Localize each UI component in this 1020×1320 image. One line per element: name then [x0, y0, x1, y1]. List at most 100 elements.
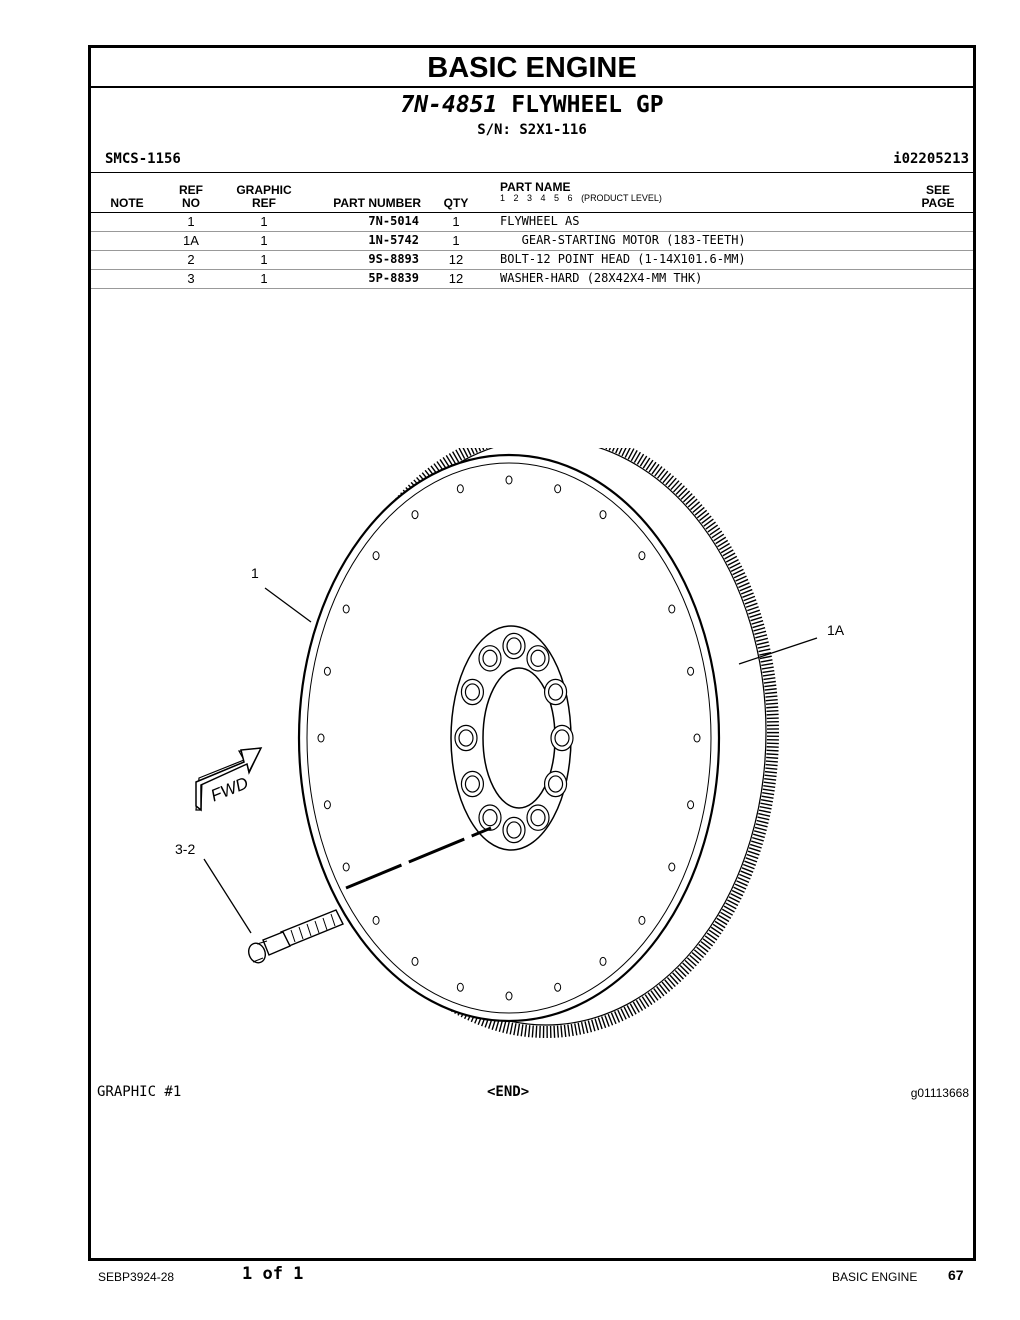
mounting-hole [411, 510, 419, 520]
quantity: 12 [448, 252, 464, 267]
bolt-hole [478, 645, 502, 672]
bolt-hole [526, 804, 550, 831]
col-note: NOTE [110, 196, 144, 210]
ref-no: 3 [187, 271, 195, 286]
mounting-hole [456, 484, 464, 494]
quantity: 1 [452, 233, 460, 248]
part-name: WASHER-HARD (28X42X4-MM THK) [500, 271, 703, 285]
graphic-ref: 1 [260, 252, 268, 267]
mounting-hole [687, 666, 695, 676]
illustration-id: i02205213 [893, 151, 969, 167]
section-title: BASIC ENGINE [91, 48, 973, 88]
product-levels: 1 2 3 4 5 6 (PRODUCT LEVEL) [500, 193, 662, 203]
mounting-hole [505, 991, 513, 1001]
footer-document-number: SEBP3924-28 [98, 1270, 175, 1284]
graphic-ref: 1 [260, 233, 268, 248]
group-part-name: FLYWHEEL GP [511, 92, 664, 118]
part-number: 9S-8893 [368, 252, 419, 266]
graphic-ref: 1 [260, 214, 268, 229]
mounting-hole [342, 604, 350, 614]
quantity: 12 [448, 271, 464, 286]
graphic-label: GRAPHIC #1 [97, 1084, 182, 1100]
col-see: SEE [925, 183, 950, 197]
mounting-hole [372, 551, 380, 561]
table-row: 2 1 9S-8893 12 BOLT-12 POINT HEAD (1-14X… [91, 251, 973, 270]
page-frame: BASIC ENGINE 7N-4851 FLYWHEEL GP S/N: S2… [88, 45, 976, 1261]
footer-page-of: 1 of 1 [242, 1264, 304, 1284]
mounting-hole [456, 982, 464, 992]
bolt-hole [460, 678, 485, 706]
bolt-hole [460, 770, 485, 798]
col-no: NO [182, 196, 200, 210]
group-title: 7N-4851 FLYWHEEL GP [91, 92, 973, 118]
part-number: 7N-5014 [368, 214, 419, 228]
bolt-hole [478, 804, 502, 831]
ref-no: 2 [187, 252, 195, 267]
serial-number: S/N: S2X1-116 [477, 122, 587, 138]
part-name: FLYWHEEL AS [500, 214, 580, 228]
bolt-hole [526, 645, 550, 672]
ref-no: 1 [187, 214, 195, 229]
part-number: 1N-5742 [368, 233, 419, 247]
ref-no: 1A [183, 233, 199, 248]
table-row: 1A 1 1N-5742 1 GEAR-STARTING MOTOR (183-… [91, 232, 973, 251]
mounting-hole [668, 604, 676, 614]
end-label: <END> [487, 1084, 530, 1100]
col-part-number: PART NUMBER [333, 196, 421, 210]
bolt-hole [543, 770, 568, 798]
mounting-hole [372, 915, 380, 925]
flywheel-inner-rim [306, 462, 712, 1014]
col-part-name: PART NAME [500, 180, 571, 194]
fwd-arrow-icon: FWD [195, 747, 263, 812]
product-level-label: (PRODUCT LEVEL) [581, 193, 662, 203]
callout-1a: 1A [827, 622, 845, 638]
mounting-hole [342, 862, 350, 872]
flywheel-illustration: FWD [195, 448, 818, 1038]
mounting-hole [554, 982, 562, 992]
mounting-hole [693, 733, 701, 743]
mounting-hole [317, 733, 325, 743]
col-graphic-ref: REF [252, 196, 276, 210]
bolt-hole [543, 678, 568, 706]
bolt-hole [454, 724, 478, 752]
callout-leaders [203, 587, 818, 934]
mounting-hole [505, 475, 513, 485]
bolt-hole [550, 724, 574, 752]
mounting-hole [554, 484, 562, 494]
callout-3-2: 3-2 [175, 841, 196, 857]
part-name: BOLT-12 POINT HEAD (1-14X101.6-MM) [500, 252, 746, 266]
mounting-hole [668, 862, 676, 872]
mounting-hole [599, 510, 607, 520]
mounting-hole [323, 666, 331, 676]
divider [91, 212, 973, 213]
callout-1: 1 [251, 565, 259, 581]
bolt-hole [502, 632, 526, 660]
col-ref: REF [179, 183, 203, 197]
bolt-hole [502, 816, 526, 844]
center-bore [482, 667, 556, 809]
graphic-id: g01113668 [910, 1086, 969, 1100]
mounting-hole [411, 956, 419, 966]
part-name: GEAR-STARTING MOTOR (183-TEETH) [500, 233, 746, 247]
mounting-hole [687, 800, 695, 810]
bolt [247, 826, 492, 964]
divider [91, 172, 973, 173]
table-row: 3 1 5P-8839 12 WASHER-HARD (28X42X4-MM T… [91, 270, 973, 289]
quantity: 1 [452, 214, 460, 229]
table-row: 1 1 7N-5014 1 FLYWHEEL AS [91, 213, 973, 232]
bolt-holes [454, 632, 574, 844]
mounting-holes [317, 475, 701, 1001]
col-page: PAGE [921, 196, 955, 210]
part-number: 5P-8839 [368, 271, 419, 285]
col-graphic: GRAPHIC [236, 183, 292, 197]
mounting-hole [638, 551, 646, 561]
col-qty: QTY [443, 196, 469, 210]
level-numbers: 1 2 3 4 5 6 [500, 193, 573, 203]
mounting-hole [638, 915, 646, 925]
mounting-hole [323, 800, 331, 810]
footer-section: BASIC ENGINE [832, 1270, 918, 1284]
footer-page-number: 67 [948, 1267, 964, 1283]
graphic-ref: 1 [260, 271, 268, 286]
group-part-number: 7N-4851 [400, 92, 498, 118]
mounting-hole [599, 956, 607, 966]
